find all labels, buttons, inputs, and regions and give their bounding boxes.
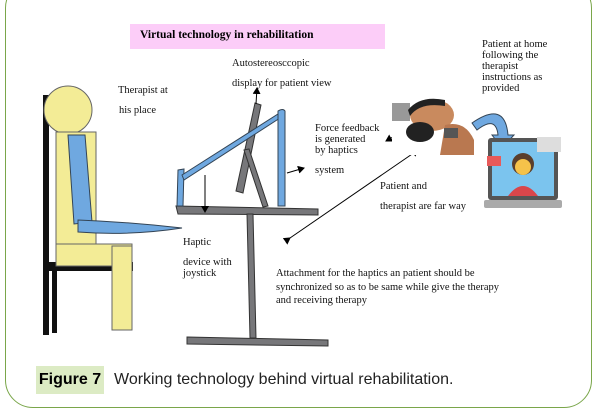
figure-label: Figure 7 — [36, 366, 104, 394]
haptic-label-1: Haptic — [183, 237, 211, 248]
force-label-2: is generated — [315, 134, 366, 145]
force-label-4: system — [315, 165, 345, 176]
patient-label-5: provided — [482, 83, 520, 94]
distance-label-1: Patient and — [380, 181, 427, 192]
therapist-label-1: Therapist at — [118, 85, 168, 96]
force-label-1: Force feedback — [315, 123, 380, 134]
attachment-label-1: Attachment for the haptics an patient sh… — [276, 268, 475, 279]
haptic-label-3: joystick — [183, 268, 217, 279]
display-label-1: Autostereosccopic — [232, 58, 310, 69]
figure-caption: Working technology behind virtual rehabi… — [114, 371, 454, 388]
haptic-device — [176, 109, 286, 207]
attachment-label-3: and receiving therapy — [276, 295, 367, 306]
patient-photo — [392, 98, 474, 155]
patient-label-3: therapist — [482, 61, 519, 72]
haptic-label-2: device with — [183, 257, 232, 268]
attachment-label-2: synchronized so as to be same while give… — [276, 282, 500, 293]
force-label-3: by haptics — [315, 145, 358, 156]
display-label-2: display for patient view — [232, 78, 332, 89]
figure-frame — [5, 0, 592, 408]
patient-label-2: following the — [482, 50, 539, 61]
display — [235, 102, 269, 208]
laptop-icon — [484, 137, 562, 208]
patient-label-4: instructions as — [482, 72, 543, 83]
therapist-figure — [43, 85, 183, 331]
distance-label-2: therapist are far way — [380, 201, 466, 212]
diagram-title: Virtual technology in rehabilitation — [130, 24, 385, 49]
patient-label-1: Patient at home — [482, 39, 548, 50]
therapist-label-2: his place — [119, 105, 157, 116]
table — [175, 205, 329, 347]
